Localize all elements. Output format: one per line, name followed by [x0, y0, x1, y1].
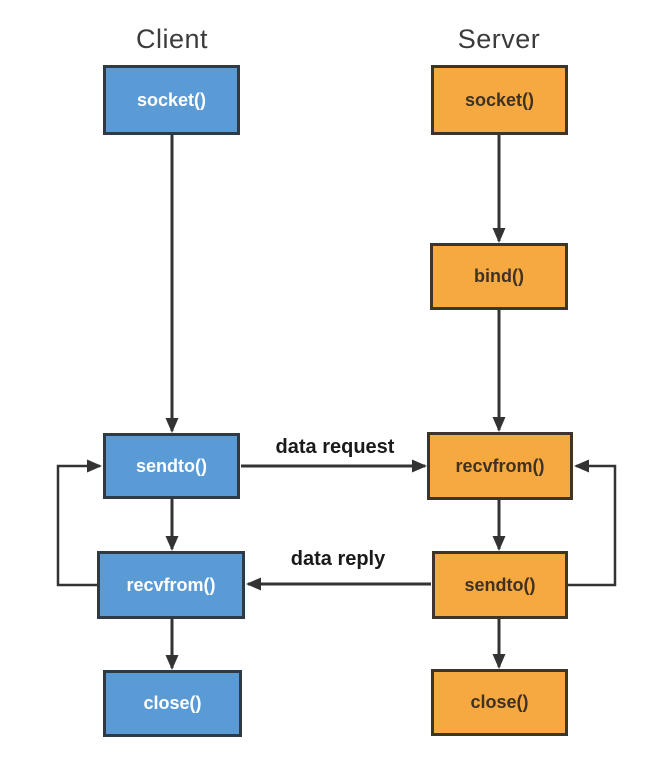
client-recvfrom-node: recvfrom(): [97, 551, 245, 619]
server-column-title: Server: [457, 24, 541, 54]
data-reply-label: data reply: [290, 548, 386, 570]
client-socket-node: socket(): [103, 65, 240, 135]
server-close-node: close(): [431, 669, 568, 736]
client-sendto-node: sendto(): [103, 433, 240, 499]
arrow-client-loopback: [56, 459, 102, 587]
client-close-node: close(): [103, 670, 242, 737]
client-column-title: Client: [135, 24, 209, 54]
arrow-server-loopback: [568, 459, 617, 587]
server-recvfrom-node: recvfrom(): [427, 432, 573, 500]
data-request-label: data request: [275, 436, 395, 458]
server-bind-node: bind(): [430, 243, 568, 310]
server-sendto-node: sendto(): [432, 551, 568, 619]
server-socket-node: socket(): [431, 65, 568, 135]
